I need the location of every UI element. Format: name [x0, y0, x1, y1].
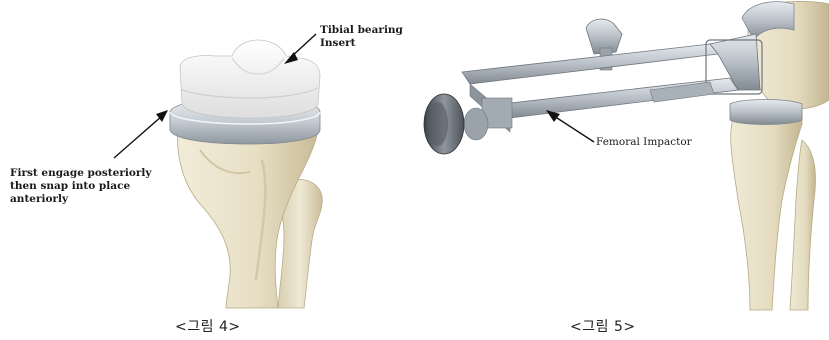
tibia: [730, 100, 816, 311]
engage-label: First engage posteriorly then snap into …: [10, 167, 151, 206]
arrow-to-impactor: [546, 110, 594, 142]
tibial-bearing-insert: [180, 40, 320, 118]
figure-4-caption: <그림 4>: [175, 316, 241, 336]
insert-label: Tibial bearing Insert: [320, 24, 403, 50]
arrow-to-tray: [114, 110, 168, 158]
figure-5: Femoral Impactor <그림 5>: [410, 0, 829, 340]
figure-5-caption: <그림 5>: [570, 316, 636, 336]
femoral-impactor-illustration: [410, 0, 829, 340]
impactor-handle: [424, 94, 512, 154]
figure-4: Tibial bearing Insert First engage poste…: [0, 0, 410, 340]
impactor-label: Femoral Impactor: [596, 136, 692, 149]
